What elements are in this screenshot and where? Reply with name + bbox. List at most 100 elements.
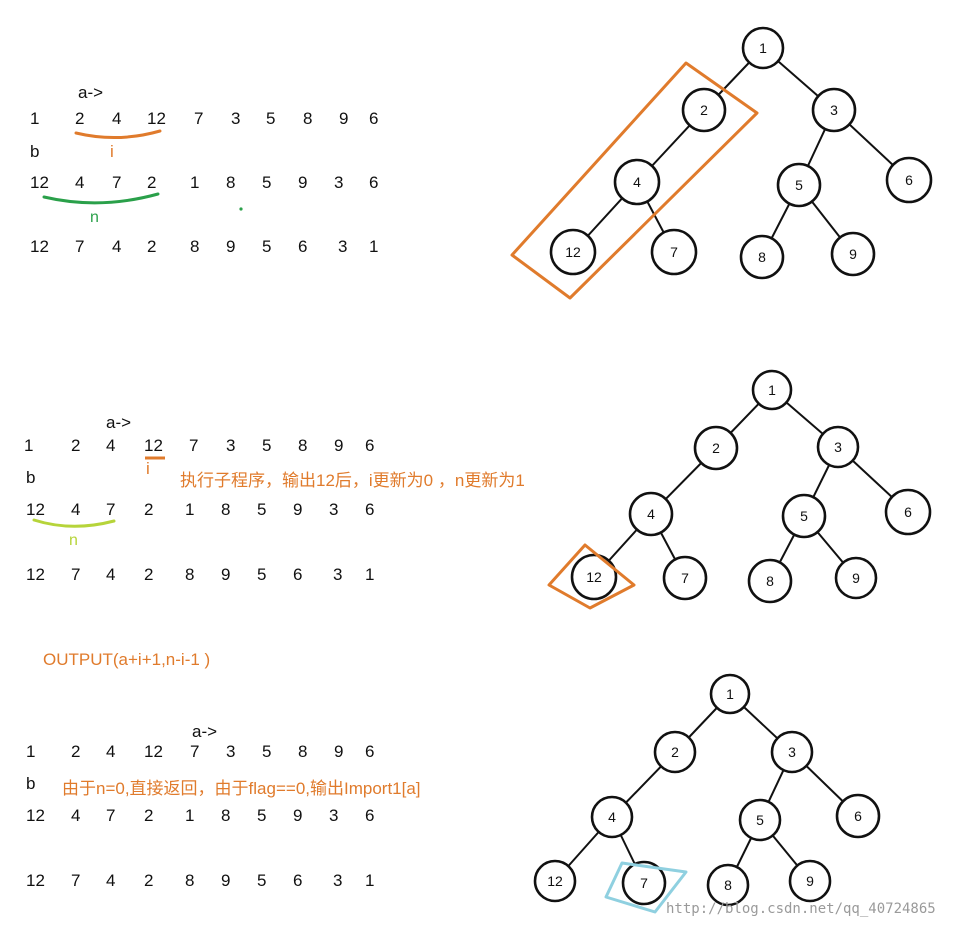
tree-node: 5 xyxy=(776,162,822,208)
cell: 7 xyxy=(112,173,121,192)
cell: 4 xyxy=(112,237,121,256)
svg-text:1: 1 xyxy=(726,686,734,702)
cell: 5 xyxy=(262,237,271,256)
b-label: b xyxy=(26,774,35,793)
array-row-a: 1 2 4 12 7 3 5 8 9 6 xyxy=(24,436,374,455)
svg-text:9: 9 xyxy=(849,246,857,262)
array-row-b: 12 4 7 2 1 8 5 9 3 6 xyxy=(26,806,374,825)
i-label: i xyxy=(110,142,114,161)
cell: 5 xyxy=(262,742,271,761)
pointer-label: a-> xyxy=(78,83,103,102)
cell: 9 xyxy=(293,500,302,519)
tree-node: 4 xyxy=(628,491,674,537)
cell: 8 xyxy=(298,742,307,761)
stray-dot xyxy=(239,207,243,211)
cell: 9 xyxy=(226,237,235,256)
cell: 4 xyxy=(112,109,121,128)
cell: 7 xyxy=(106,806,115,825)
pointer-label: a-> xyxy=(192,722,217,741)
cell: 12 xyxy=(144,436,163,455)
cell: 5 xyxy=(257,565,266,584)
i-label: i xyxy=(146,459,150,478)
cell: 5 xyxy=(262,436,271,455)
cell: 4 xyxy=(106,565,115,584)
array-row-c: 12 7 4 2 8 9 5 6 3 1 xyxy=(30,237,378,256)
tree-node: 4 xyxy=(613,158,661,206)
cell: 4 xyxy=(75,173,84,192)
cell: 6 xyxy=(298,237,307,256)
b-label: b xyxy=(26,468,35,487)
tree-node: 12 xyxy=(549,228,597,276)
cell: 2 xyxy=(144,500,153,519)
cell: 1 xyxy=(24,436,33,455)
cell: 1 xyxy=(26,742,35,761)
panel-1-tree: 1 2 3 4 5 6 12 7 8 9 xyxy=(510,26,933,300)
cell: 1 xyxy=(369,237,378,256)
array-row-a: 1 2 4 12 7 3 5 8 9 6 xyxy=(26,742,374,761)
highlight-node-7 xyxy=(604,861,688,914)
cell: 8 xyxy=(185,871,194,890)
tree-node: 6 xyxy=(884,488,932,536)
cell: 8 xyxy=(303,109,312,128)
tree-node: 7 xyxy=(650,228,698,276)
cell: 2 xyxy=(147,237,156,256)
tree-node: 2 xyxy=(681,87,727,133)
svg-text:9: 9 xyxy=(806,873,814,889)
cell: 4 xyxy=(71,500,80,519)
cell: 6 xyxy=(365,742,374,761)
svg-text:6: 6 xyxy=(854,808,862,824)
svg-text:7: 7 xyxy=(670,244,678,260)
cell: 1 xyxy=(190,173,199,192)
highlight-node-12 xyxy=(547,543,636,610)
cell: 9 xyxy=(221,871,230,890)
cell: 7 xyxy=(75,237,84,256)
cell: 8 xyxy=(185,565,194,584)
cell: 2 xyxy=(144,871,153,890)
cell: 6 xyxy=(365,500,374,519)
cell: 12 xyxy=(26,500,45,519)
panel-2-tree: 1 2 3 4 5 6 12 7 8 9 xyxy=(547,369,932,610)
tree-node: 2 xyxy=(693,425,739,471)
tree-node: 8 xyxy=(747,558,793,604)
tree-node: 3 xyxy=(811,87,857,133)
tree-node: 8 xyxy=(706,863,750,907)
svg-text:7: 7 xyxy=(681,570,689,586)
svg-text:12: 12 xyxy=(586,569,602,585)
cell: 3 xyxy=(329,500,338,519)
cell: 6 xyxy=(365,806,374,825)
svg-text:3: 3 xyxy=(830,102,838,118)
output-call-label: OUTPUT(a+i+1,n-i-1 ) xyxy=(43,650,210,669)
cell: 6 xyxy=(369,173,378,192)
cell: 9 xyxy=(221,565,230,584)
svg-text:6: 6 xyxy=(904,504,912,520)
cell: 3 xyxy=(333,565,342,584)
svg-text:3: 3 xyxy=(834,439,842,455)
cell: 3 xyxy=(333,871,342,890)
cell: 8 xyxy=(226,173,235,192)
panel-1-arrays: a-> 1 2 4 12 7 3 5 8 9 6 i b 12 4 7 2 1 … xyxy=(30,83,378,256)
svg-text:5: 5 xyxy=(795,177,803,193)
tree-node: 9 xyxy=(788,859,832,903)
array-row-c: 12 7 4 2 8 9 5 6 3 1 xyxy=(26,871,374,890)
tree-node: 1 xyxy=(741,26,785,70)
n-label: n xyxy=(90,209,99,226)
cell: 2 xyxy=(71,742,80,761)
panel-3-tree: 1 2 3 4 5 6 12 7 8 9 xyxy=(533,673,881,914)
cell: 12 xyxy=(26,806,45,825)
i-range-brace xyxy=(74,129,162,139)
tree-node: 3 xyxy=(816,425,860,469)
svg-text:8: 8 xyxy=(758,249,766,265)
cell: 8 xyxy=(221,500,230,519)
tree-node: 5 xyxy=(738,798,782,842)
cell: 5 xyxy=(257,500,266,519)
cell: 12 xyxy=(26,565,45,584)
cell: 4 xyxy=(106,871,115,890)
cell: 9 xyxy=(298,173,307,192)
n-range-brace xyxy=(42,192,160,205)
cell: 6 xyxy=(369,109,378,128)
cell: 9 xyxy=(293,806,302,825)
cell: 9 xyxy=(339,109,348,128)
watermark-text: http://blog.csdn.net/qq_40724865 xyxy=(666,901,936,917)
cell: 7 xyxy=(71,565,80,584)
tree-node: 1 xyxy=(709,673,751,715)
